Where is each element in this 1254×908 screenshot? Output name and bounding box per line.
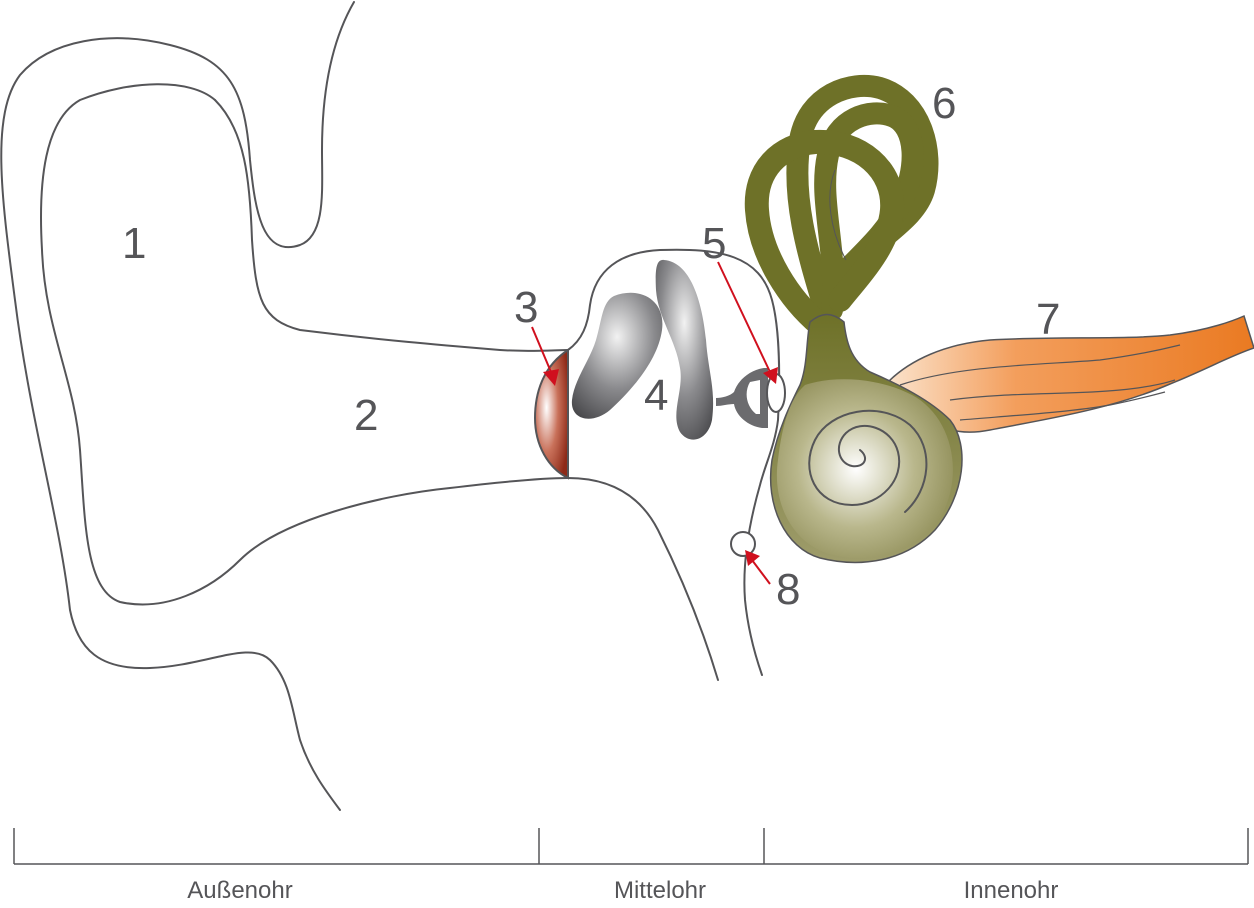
nerve-fiber [899, 344, 1181, 386]
ossicle-incus [655, 259, 714, 440]
canal-outline [829, 169, 847, 261]
cochlea-spiral [808, 409, 928, 513]
arrow-8 [745, 550, 771, 585]
middle-ear-cavity [567, 248, 781, 676]
nerve-fiber [949, 379, 1176, 401]
semicircular-canal-back [786, 74, 939, 331]
semicircular-canal-front [744, 129, 905, 337]
section-middle-ear: Mittelohr [614, 877, 706, 904]
pinna-outline [0, 1, 355, 811]
section-outer-ear: Außenohr [187, 877, 292, 904]
section-bracket [13, 828, 1249, 865]
label-3: 3 [514, 283, 538, 332]
label-6: 6 [932, 79, 956, 128]
label-8: 8 [776, 565, 800, 614]
ossicle-malleus [571, 292, 663, 419]
eardrum [533, 348, 569, 480]
section-inner-ear: Innenohr [964, 877, 1059, 904]
label-2: 2 [354, 391, 378, 440]
arrow-5 [717, 261, 778, 384]
antihelix-outline [40, 83, 569, 606]
round-window [730, 531, 756, 557]
label-7: 7 [1036, 295, 1060, 344]
ossicle-stapes [716, 368, 768, 428]
auditory-nerve [886, 314, 1254, 433]
label-4: 4 [644, 371, 668, 420]
arrow-3 [531, 326, 559, 386]
label-1: 1 [122, 219, 146, 268]
ear-canal-upper [214, 99, 569, 352]
nerve-fiber [959, 391, 1166, 421]
label-5: 5 [702, 219, 726, 268]
eustachian-outline [567, 477, 719, 681]
